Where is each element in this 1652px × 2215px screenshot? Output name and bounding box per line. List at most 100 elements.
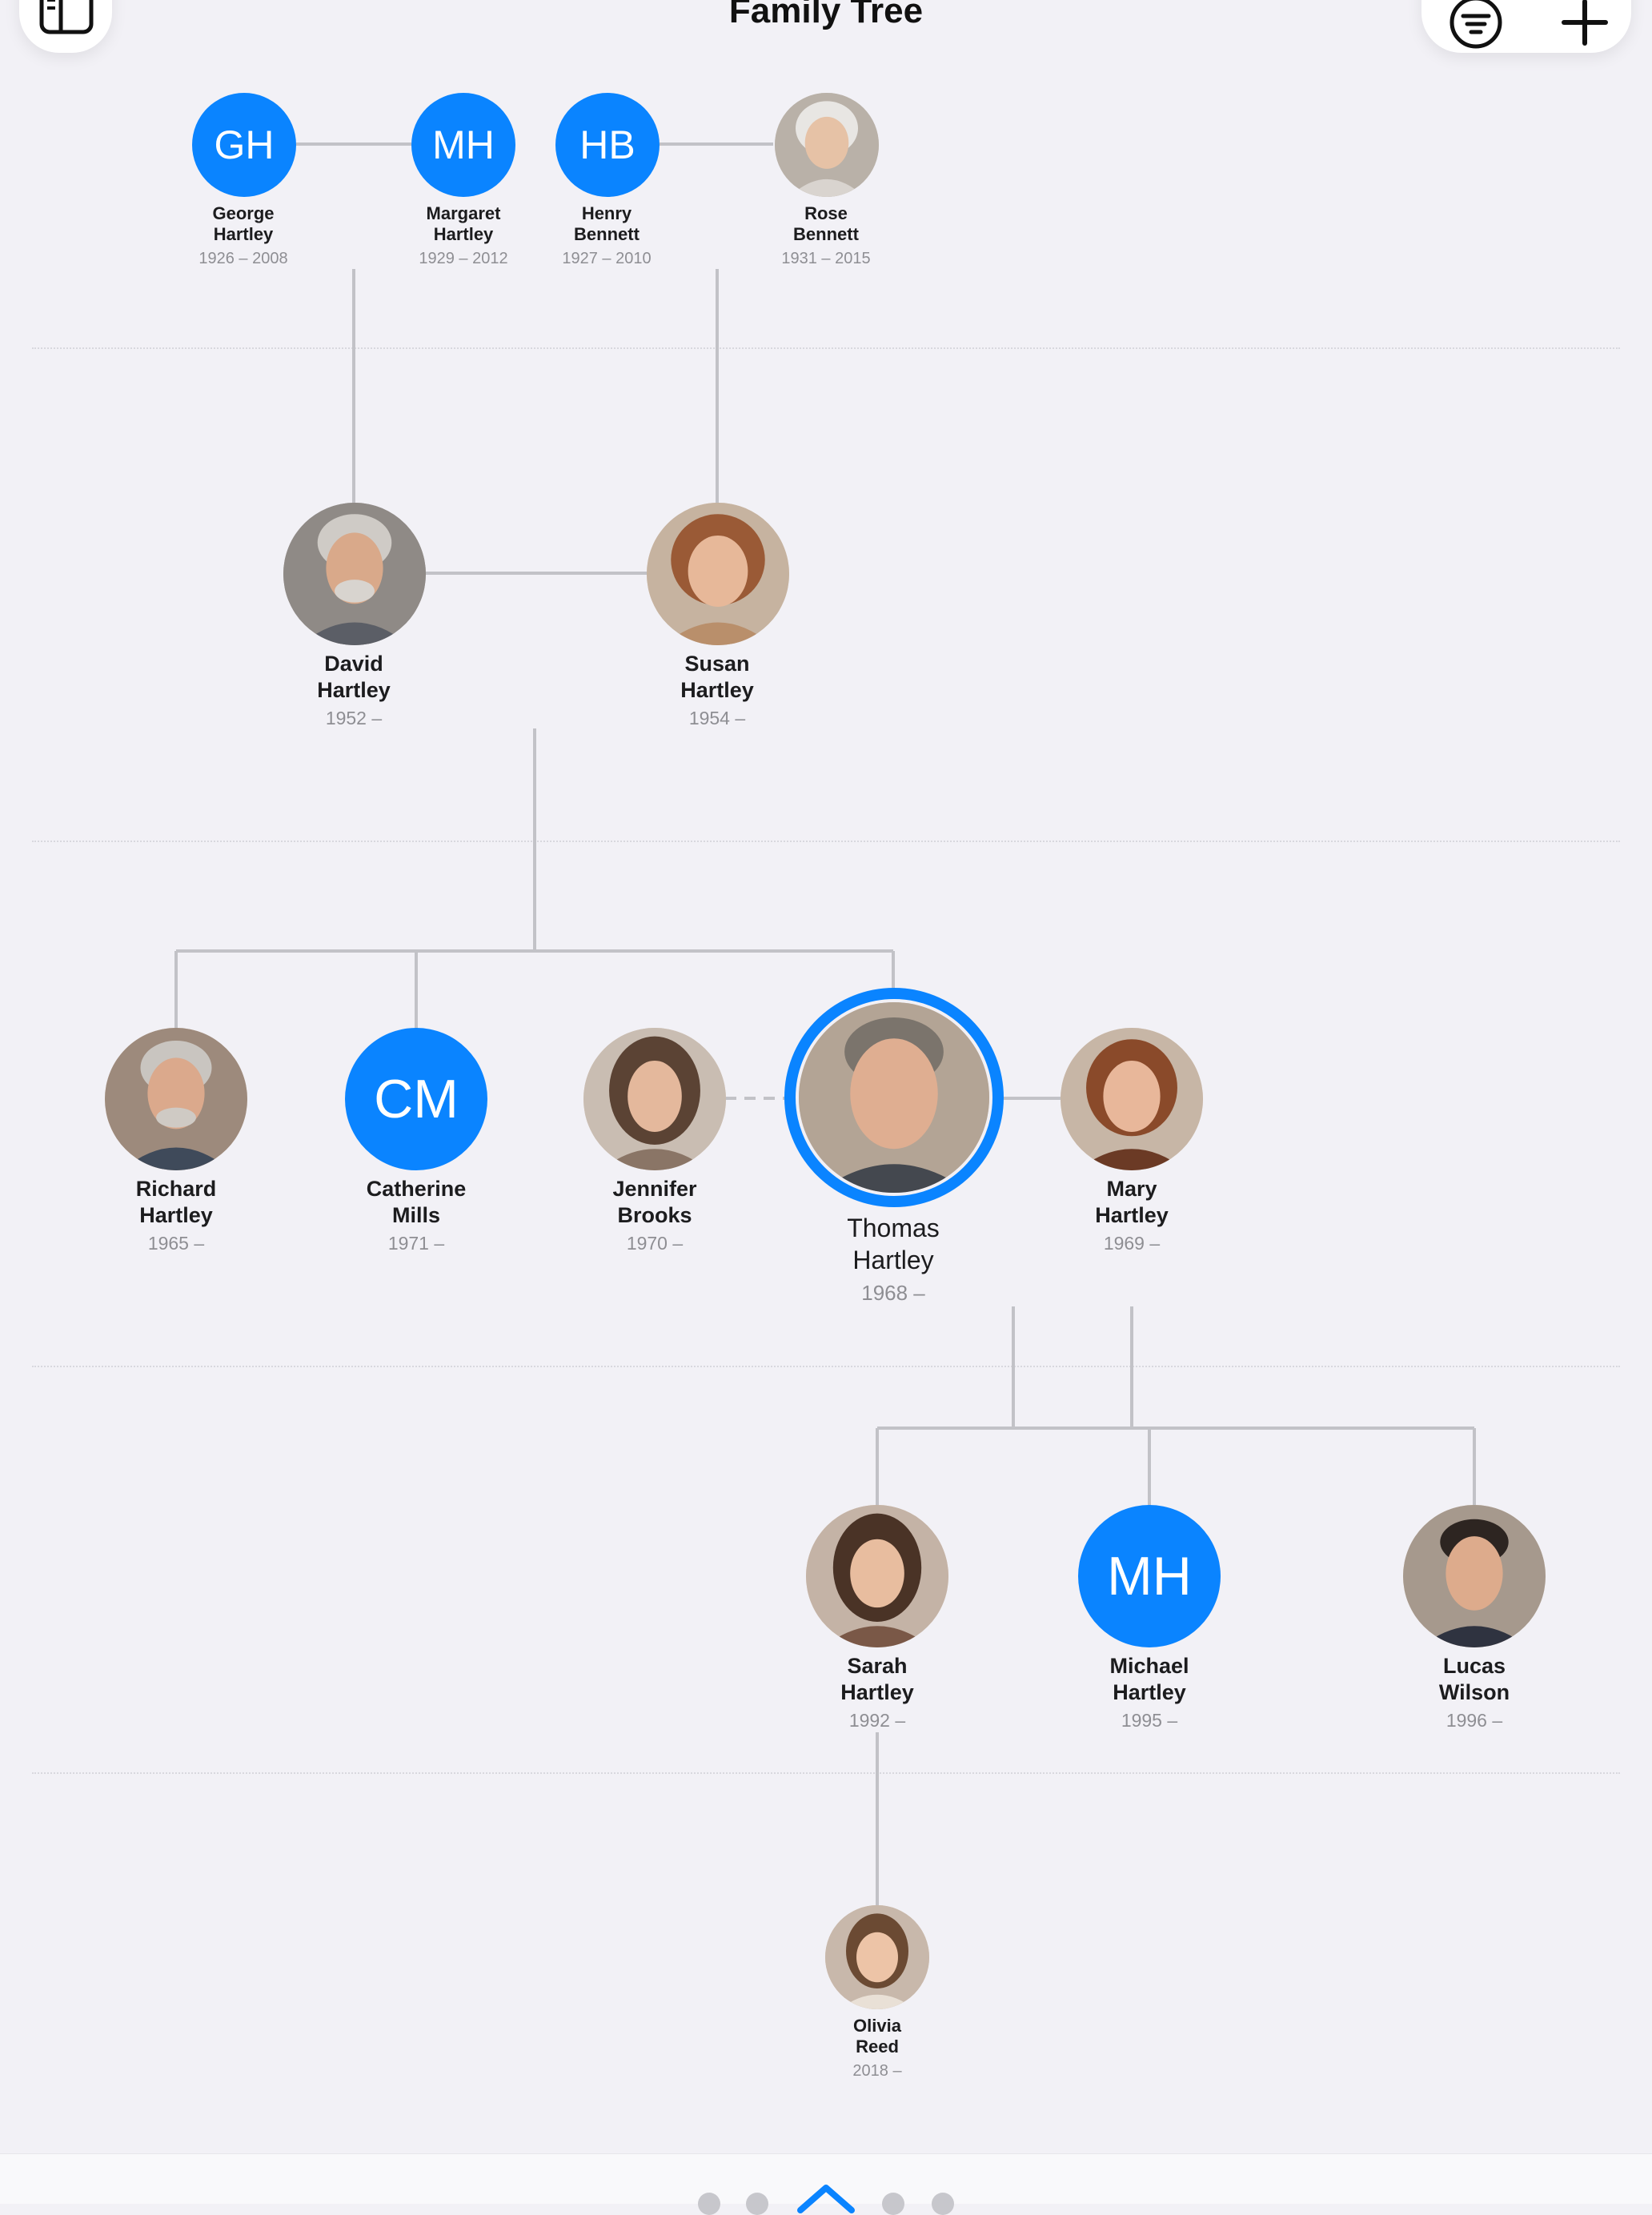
plus-icon: [1562, 0, 1608, 46]
page-dot[interactable]: [882, 2193, 904, 2215]
person-last-name: Hartley: [1113, 1680, 1186, 1704]
avatar-photo: [647, 503, 789, 645]
person-dates: 1965 –: [147, 1233, 205, 1254]
person-card-david-hartley[interactable]: David Hartley 1952 –: [266, 503, 442, 735]
person-last-name: Hartley: [1095, 1203, 1169, 1227]
person-first-name: Susan: [684, 652, 750, 676]
elderly-woman-portrait-icon: [775, 93, 879, 197]
page-dot[interactable]: [698, 2193, 720, 2215]
person-card-susan-hartley[interactable]: Susan Hartley 1954 –: [629, 503, 805, 735]
page-dot[interactable]: [746, 2193, 768, 2215]
person-last-name: Brooks: [617, 1203, 692, 1227]
person-last-name: Wilson: [1438, 1680, 1510, 1704]
person-card-rose-bennett[interactable]: Rose Bennett 1931 – 2015: [762, 91, 890, 275]
avatar-photo: [806, 1505, 948, 1647]
woman-portrait-icon: [806, 1505, 948, 1647]
person-dates: 1952 –: [325, 708, 383, 728]
person-first-name: Michael: [1109, 1654, 1189, 1678]
man-portrait-icon: [799, 1002, 989, 1193]
avatar-photo: [283, 503, 426, 645]
sidebar-icon: [39, 0, 94, 34]
sidebar-toggle-button[interactable]: [19, 0, 112, 53]
person-dates: 1931 – 2015: [781, 250, 871, 267]
person-last-name: Hartley: [680, 678, 754, 702]
home-icon[interactable]: [796, 2181, 856, 2213]
person-dates: 1995 –: [1121, 1710, 1178, 1731]
add-person-button[interactable]: [1554, 0, 1615, 53]
person-dates: 1968 –: [861, 1281, 925, 1305]
generation-divider: [32, 1366, 1620, 1367]
filter-icon: [1450, 0, 1502, 49]
person-last-name: Reed: [856, 2036, 899, 2056]
person-card-michael-hartley[interactable]: MH Michael Hartley 1995 –: [1061, 1505, 1237, 1737]
person-dates: 1969 –: [1103, 1233, 1161, 1254]
avatar: MH: [1078, 1505, 1221, 1647]
avatar-photo: [799, 1002, 989, 1193]
person-dates: 1954 –: [688, 708, 746, 728]
avatar: GH: [192, 93, 296, 197]
person-first-name: Henry: [581, 203, 632, 223]
woman-portrait-icon: [1061, 1028, 1203, 1170]
generation-divider: [32, 1772, 1620, 1774]
person-card-lucas-wilson[interactable]: Lucas Wilson 1996 –: [1386, 1505, 1562, 1737]
person-first-name: Lucas: [1442, 1654, 1506, 1678]
person-dates: 1929 – 2012: [419, 250, 508, 267]
avatar: CM: [345, 1028, 487, 1170]
avatar-photo: [583, 1028, 726, 1170]
person-dates: 1992 –: [848, 1710, 906, 1731]
person-first-name: George: [212, 203, 275, 223]
person-card-olivia-reed[interactable]: Olivia Reed 2018 –: [813, 1905, 941, 2089]
avatar-photo: [825, 1905, 929, 2009]
man-portrait-icon: [1403, 1505, 1546, 1647]
person-card-sarah-hartley[interactable]: Sarah Hartley 1992 –: [789, 1505, 965, 1737]
person-first-name: Thomas: [847, 1214, 940, 1242]
person-dates: 1927 – 2010: [562, 250, 652, 267]
generation-divider: [32, 841, 1620, 842]
person-card-margaret-hartley[interactable]: MH Margaret Hartley 1929 – 2012: [399, 91, 527, 275]
person-first-name: Rose: [804, 203, 848, 223]
person-dates: 1971 –: [387, 1233, 445, 1254]
woman-portrait-icon: [583, 1028, 726, 1170]
person-card-george-hartley[interactable]: GH George Hartley 1926 – 2008: [179, 91, 307, 275]
filter-button[interactable]: [1446, 0, 1506, 53]
person-card-mary-hartley[interactable]: Mary Hartley 1969 –: [1044, 1028, 1220, 1260]
person-first-name: Sarah: [847, 1654, 908, 1678]
person-first-name: Margaret: [426, 203, 501, 223]
person-last-name: Hartley: [213, 224, 274, 244]
person-last-name: Mills: [391, 1203, 440, 1227]
person-last-name: Hartley: [433, 224, 494, 244]
person-first-name: Jennifer: [612, 1177, 697, 1201]
person-card-thomas-hartley-selected[interactable]: Thomas Hartley 1968 –: [781, 988, 1005, 1308]
avatar-photo: [1403, 1505, 1546, 1647]
person-last-name: Bennett: [574, 224, 640, 244]
person-dates: 1926 – 2008: [198, 250, 288, 267]
page-dot[interactable]: [932, 2193, 954, 2215]
man-portrait-icon: [283, 503, 426, 645]
person-first-name: David: [324, 652, 383, 676]
person-card-jennifer-brooks[interactable]: Jennifer Brooks 1970 –: [567, 1028, 743, 1260]
girl-portrait-icon: [825, 1905, 929, 2009]
toolbar-actions: [1421, 0, 1631, 53]
page-title: Family Tree: [728, 0, 924, 30]
person-last-name: Bennett: [793, 224, 859, 244]
person-card-catherine-mills[interactable]: CM Catherine Mills 1971 –: [328, 1028, 504, 1260]
person-card-richard-hartley[interactable]: Richard Hartley 1965 –: [88, 1028, 264, 1260]
person-dates: 2018 –: [852, 2062, 902, 2080]
person-card-henry-bennett[interactable]: HB Henry Bennett 1927 – 2010: [543, 91, 671, 275]
generation-divider: [32, 347, 1620, 349]
avatar: HB: [555, 93, 660, 197]
person-last-name: Hartley: [139, 1203, 213, 1227]
person-first-name: Catherine: [366, 1177, 467, 1201]
avatar-photo: [1061, 1028, 1203, 1170]
person-first-name: Mary: [1106, 1177, 1157, 1201]
avatar-photo: [105, 1028, 247, 1170]
woman-portrait-icon: [647, 503, 789, 645]
person-first-name: Richard: [135, 1177, 217, 1201]
person-first-name: Olivia: [853, 2016, 901, 2036]
page-indicator-bar: [0, 2153, 1652, 2215]
avatar-photo: [775, 93, 879, 197]
person-last-name: Hartley: [840, 1680, 914, 1704]
person-dates: 1970 –: [626, 1233, 684, 1254]
man-portrait-icon: [105, 1028, 247, 1170]
